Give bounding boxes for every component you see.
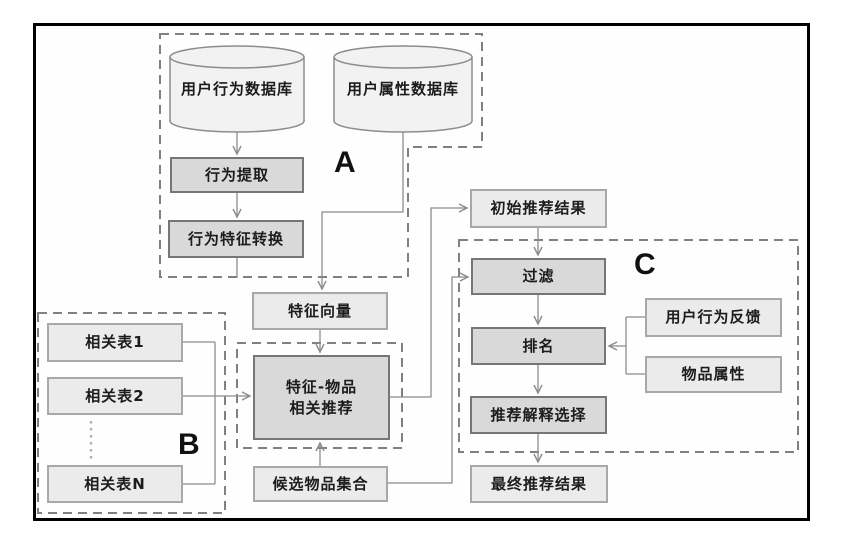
node-rank: 排名 — [471, 327, 606, 365]
section-a-boundary — [159, 33, 483, 278]
node-user-behavior-db: 用户行为数据库 — [180, 79, 293, 98]
connector-attributedb-to-featurevector — [317, 132, 404, 291]
node-behavior-feature-convert: 行为特征转换 — [168, 220, 304, 258]
node-behavior-extract: 行为提取 — [170, 157, 304, 193]
node-related-table-1: 相关表1 — [47, 323, 183, 362]
cylinder-user-attribute-db-shape — [333, 45, 473, 133]
node-item-attr: 物品属性 — [645, 356, 782, 393]
node-final-result: 最终推荐结果 — [470, 465, 608, 503]
section-b-label: B — [178, 428, 200, 461]
node-user-attribute-db: 用户属性数据库 — [346, 79, 459, 98]
node-label: 特征-物品 — [285, 378, 358, 397]
node-behavior-feedback: 用户行为反馈 — [645, 298, 782, 337]
node-initial-result: 初始推荐结果 — [470, 189, 607, 228]
node-filter: 过滤 — [471, 258, 606, 295]
connector-featureitem-to-initial — [390, 203, 469, 398]
section-c-boundary — [458, 239, 799, 453]
connector-candidate-to-filter — [388, 272, 470, 484]
node-related-table-2: 相关表2 — [47, 377, 183, 415]
section-b-boundary — [37, 312, 226, 514]
node-feature-item-recommend: 特征-物品 相关推荐 — [253, 355, 390, 440]
section-a-label: A — [334, 146, 356, 179]
node-candidate-items: 候选物品集合 — [253, 466, 388, 502]
section-c-label: C — [634, 248, 656, 281]
node-label: 相关推荐 — [289, 398, 354, 417]
node-related-table-n: 相关表N — [47, 465, 183, 503]
node-explain-select: 推荐解释选择 — [470, 396, 607, 434]
node-feature-vector: 特征向量 — [252, 292, 388, 330]
